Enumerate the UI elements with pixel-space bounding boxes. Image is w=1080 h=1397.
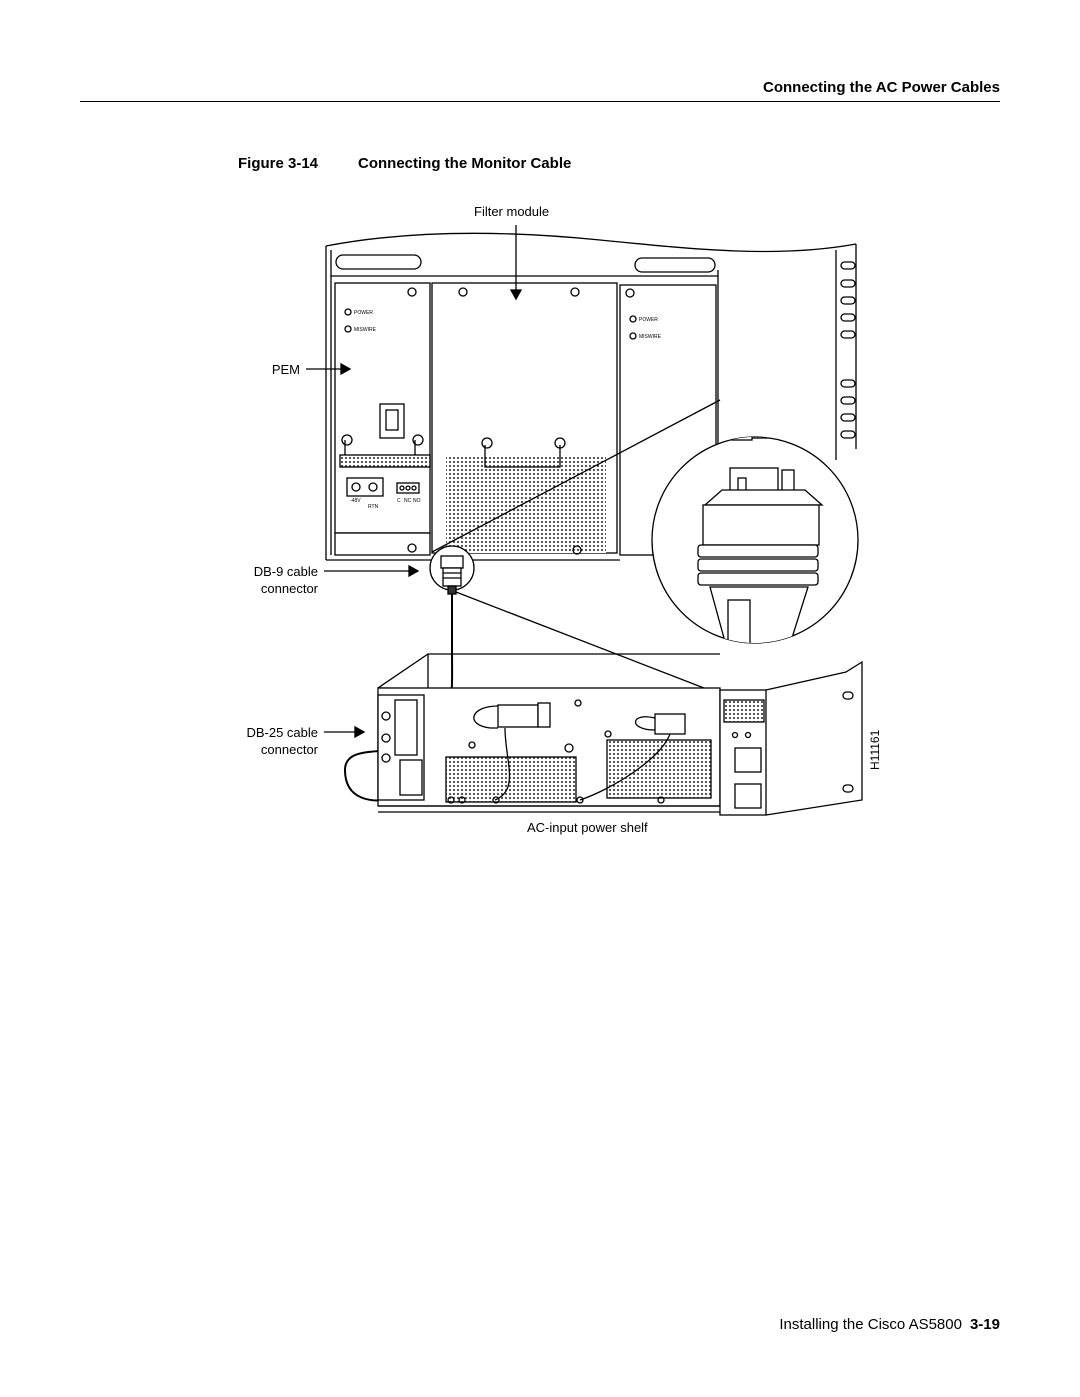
db25-label-line2: connector — [260, 742, 318, 757]
terminal-c-label: C — [397, 498, 401, 504]
db9-label-line2: connector — [260, 581, 318, 596]
page-footer: Installing the Cisco AS5800 3-19 — [779, 1316, 1000, 1333]
db9-connector-label: DB-9 cable connector — [200, 563, 318, 597]
led-miswire-label-right: MISWIRE — [639, 334, 662, 340]
db25-label-line1: DB-25 cable — [246, 725, 318, 740]
figure-number: Figure 3-14 — [238, 155, 319, 172]
led-miswire-icon — [344, 325, 352, 333]
rack-rail-holes — [840, 261, 856, 439]
figure-caption: Figure 3-14 Connecting the Monitor Cable — [238, 155, 571, 172]
terminal-no-label: NO — [413, 498, 421, 504]
terminal-nc-label: NC — [404, 498, 412, 504]
led-miswire-label-left: MISWIRE — [354, 327, 377, 333]
power-shelf-top — [377, 653, 720, 689]
header-rule — [80, 101, 1000, 102]
led-power-label-left: POWER — [354, 310, 373, 316]
footer-text: Installing the Cisco AS5800 — [779, 1316, 962, 1333]
chassis-top-edge — [325, 232, 857, 253]
figure-id: H11161 — [868, 729, 882, 770]
section-title: Connecting the AC Power Cables — [763, 79, 1000, 96]
terminal-48v-label: -48V — [350, 498, 361, 504]
ac-inlet-1 — [734, 747, 762, 773]
ac-inlet-2 — [734, 783, 762, 809]
led-power-icon — [344, 308, 352, 316]
terminal-rtn-label: RTN — [368, 504, 379, 510]
figure-title: Connecting the Monitor Cable — [358, 155, 572, 172]
page-number: 3-19 — [969, 1316, 1000, 1333]
filter-module-label: Filter module — [474, 204, 550, 219]
db9-label-line1: DB-9 cable — [253, 564, 318, 579]
power-shelf-label: AC-input power shelf — [527, 820, 648, 835]
led-power-label-right: POWER — [639, 317, 658, 323]
pem-label: PEM — [271, 362, 300, 377]
db25-connector-label: DB-25 cable connector — [200, 724, 318, 758]
